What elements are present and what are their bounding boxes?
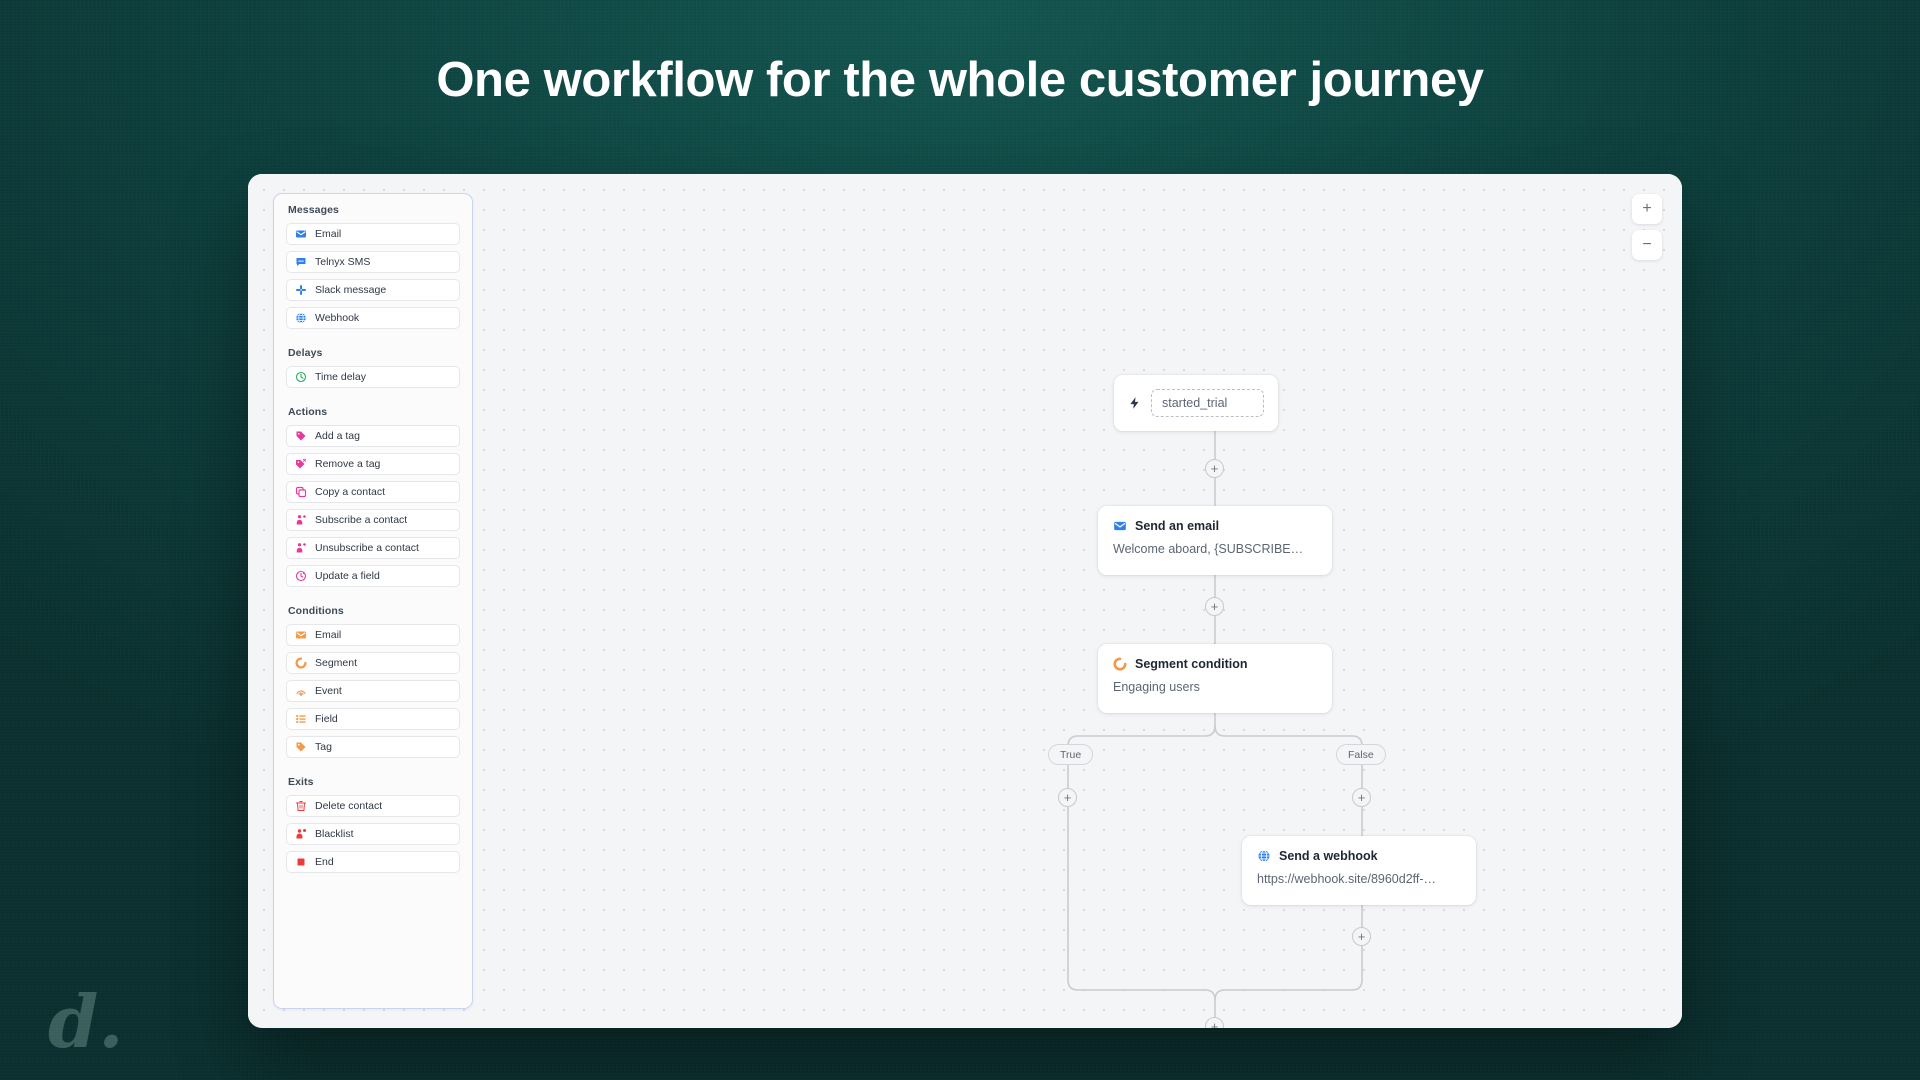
add-step-button[interactable]: + [1205,459,1224,478]
sidebar-block-delete-contact[interactable]: Delete contact [286,795,460,817]
node-header: Segment condition [1113,657,1317,671]
tag-icon [295,741,307,753]
sidebar-block-add-a-tag[interactable]: Add a tag [286,425,460,447]
envelope-icon [1114,521,1126,531]
node-header: Send an email [1113,519,1317,533]
workflow-app-window: Messages Email Telnyx SMS Slack message [248,174,1682,1028]
segment-icon [295,657,307,669]
slack-icon [295,284,307,296]
sidebar-block-label: Update a field [315,570,380,582]
page-headline: One workflow for the whole customer jour… [436,53,1484,107]
sidebar-block-label: Field [315,713,338,725]
sidebar-block-email[interactable]: Email [286,223,460,245]
add-step-button[interactable]: + [1205,597,1224,616]
envelope-icon [295,228,307,240]
sidebar-block-label: Email [315,629,342,641]
stop-square-icon [295,856,307,868]
sidebar-block-label: Copy a contact [315,486,386,498]
workflow-blocks-sidebar[interactable]: Messages Email Telnyx SMS Slack message [273,193,473,1009]
node-subtitle: https://webhook.site/8960d2ff-… [1257,872,1437,886]
sidebar-block-label: Time delay [315,371,366,383]
sidebar-block-label: Add a tag [315,430,360,442]
canvas-zoom-controls: + − [1632,194,1662,260]
branch-label-true: True [1048,744,1094,765]
refresh-icon [295,570,307,582]
sidebar-section-title: Conditions [288,605,344,617]
sidebar-block-label: Unsubscribe a contact [315,542,419,554]
sidebar-block-label: Blacklist [315,828,354,840]
segment-icon [1113,657,1127,671]
add-step-button[interactable]: + [1352,927,1371,946]
blacklist-icon [295,828,307,840]
sidebar-block-unsubscribe-a-contact[interactable]: Unsubscribe a contact [286,537,460,559]
sidebar-block-remove-a-tag[interactable]: Remove a tag [286,453,460,475]
sidebar-block-label: Webhook [315,312,360,324]
zoom-out-button[interactable]: − [1632,230,1662,260]
node-header: Send a webhook [1257,849,1461,863]
add-step-button[interactable]: + [1352,788,1371,807]
globe-icon [1258,850,1270,862]
lightning-icon [1130,397,1139,409]
sidebar-block-event[interactable]: Event [286,680,460,702]
zoom-in-button[interactable]: + [1632,194,1662,224]
node-subtitle: Welcome aboard, {SUBSCRIBE… [1113,542,1304,556]
tag-remove-icon [295,458,307,470]
unsubscribe-icon [295,542,307,554]
sidebar-block-label: Event [315,685,342,697]
event-icon [295,685,307,697]
sidebar-block-label: Remove a tag [315,458,381,470]
node-segment-condition[interactable]: Segment condition Engaging users [1098,644,1332,713]
globe-icon [295,312,307,324]
sidebar-block-label: End [315,856,334,868]
sidebar-block-label: Slack message [315,284,387,296]
sidebar-block-blacklist[interactable]: Blacklist [286,823,460,845]
add-step-button[interactable]: + [1058,788,1077,807]
branch-label-false: False [1336,744,1386,765]
copy-icon [295,486,307,498]
sidebar-block-tag[interactable]: Tag [286,736,460,758]
sidebar-block-slack-message[interactable]: Slack message [286,279,460,301]
sidebar-block-label: Segment [315,657,358,669]
sidebar-block-copy-a-contact[interactable]: Copy a contact [286,481,460,503]
envelope-icon [295,629,307,641]
sidebar-block-subscribe-a-contact[interactable]: Subscribe a contact [286,509,460,531]
sidebar-block-telnyx-sms[interactable]: Telnyx SMS [286,251,460,273]
node-subtitle: Engaging users [1113,680,1200,694]
brand-logo: d. [48,979,124,1064]
sidebar-block-update-a-field[interactable]: Update a field [286,565,460,587]
sidebar-block-label: Subscribe a contact [315,514,408,526]
subscribe-icon [295,514,307,526]
add-step-button[interactable]: + [1205,1017,1224,1028]
sidebar-section-title: Messages [288,204,339,216]
tag-icon [295,430,307,442]
trash-icon [295,800,307,812]
node-send-a-webhook[interactable]: Send a webhook https://webhook.site/8960… [1242,836,1476,905]
trigger-event-input[interactable]: started_trial [1151,389,1264,417]
sidebar-block-end[interactable]: End [286,851,460,873]
node-title: Segment condition [1135,657,1248,671]
sidebar-section-title: Actions [288,406,328,418]
sidebar-block-label: Telnyx SMS [315,256,371,268]
sidebar-block-label: Tag [315,741,332,753]
trigger-node[interactable]: started_trial [1114,375,1278,431]
sidebar-block-label: Delete contact [315,800,383,812]
list-icon [295,713,307,725]
sidebar-block-field[interactable]: Field [286,708,460,730]
clock-icon [295,371,307,383]
node-title: Send an email [1135,519,1220,533]
chat-bubble-icon [295,256,307,268]
sidebar-block-segment[interactable]: Segment [286,652,460,674]
sidebar-section-title: Exits [288,776,314,788]
sidebar-block-webhook[interactable]: Webhook [286,307,460,329]
node-send-an-email[interactable]: Send an email Welcome aboard, {SUBSCRIBE… [1098,506,1332,575]
sidebar-section-title: Delays [288,347,323,359]
sidebar-block-label: Email [315,228,342,240]
sidebar-block-time-delay[interactable]: Time delay [286,366,460,388]
sidebar-block-email[interactable]: Email [286,624,460,646]
node-title: Send a webhook [1279,849,1378,863]
